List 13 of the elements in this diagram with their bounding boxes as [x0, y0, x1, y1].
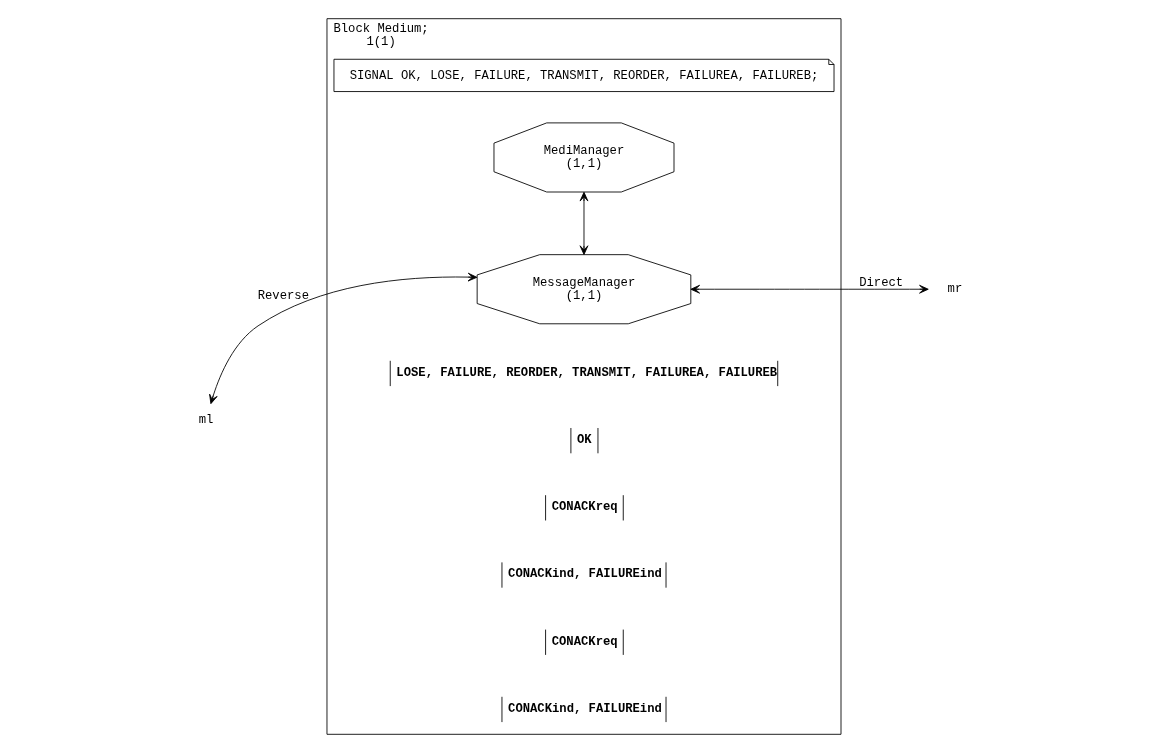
label: OK [576, 433, 592, 447]
node-text: ml [198, 413, 213, 428]
label: LOSE, FAILURE, REORDER, TRANSMIT, FAILUREA, FAILUREB [395, 365, 777, 380]
edge-label: Reverse [257, 289, 309, 303]
edge-label: Direct [858, 275, 903, 290]
label: CONACKreq [551, 500, 618, 515]
node-text: mr [947, 282, 962, 297]
label: CONACKind, FAILUREind [507, 701, 662, 716]
arrow [208, 272, 477, 405]
arrow [689, 284, 929, 294]
arrow [579, 191, 588, 255]
label: CONACKind, FAILUREind [507, 567, 662, 582]
label: CONACKreq [551, 634, 618, 649]
